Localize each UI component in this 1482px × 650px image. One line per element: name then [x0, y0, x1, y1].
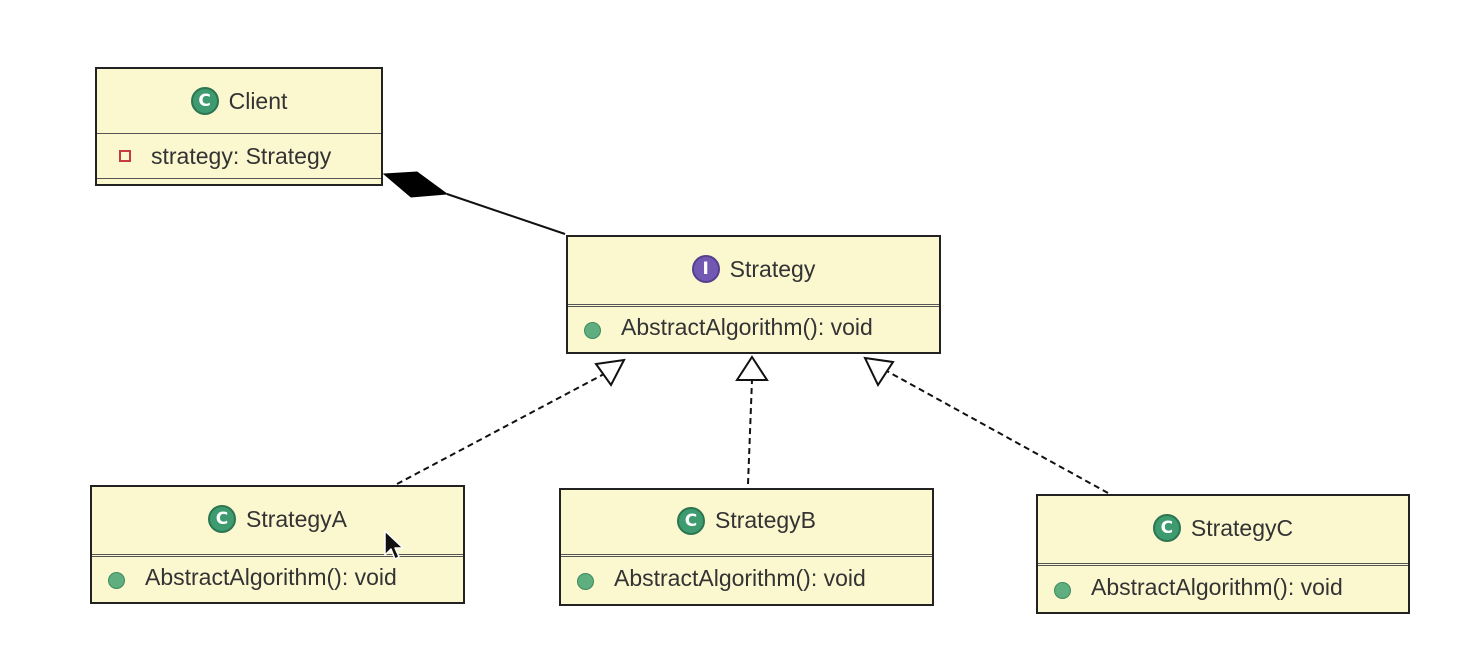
realization-line-c: [884, 369, 1109, 494]
strategy-b-method-text: AbstractAlgorithm(): void: [614, 564, 866, 591]
class-icon: C: [190, 87, 219, 115]
mouse-pointer-icon: [384, 530, 404, 560]
realization-strategy-c: [863, 356, 1109, 494]
strategy-b-class-header: C StrategyB: [561, 490, 932, 551]
strategy-interface-name: Strategy: [729, 255, 816, 282]
strategy-b-fields-compartment: [561, 551, 932, 557]
strategy-interface-header: I Strategy: [568, 237, 939, 301]
public-method-icon: [108, 571, 125, 589]
client-class-name: Client: [228, 87, 288, 114]
client-class-header: C Client: [97, 69, 381, 134]
composition-diamond: [382, 171, 449, 198]
strategy-c-method-row: AbstractAlgorithm(): void: [1038, 566, 1408, 608]
client-methods-compartment: [97, 178, 381, 183]
realization-arrowhead-c: [863, 356, 895, 388]
strategy-a-class-box[interactable]: C StrategyA AbstractAlgorithm(): void: [90, 485, 465, 604]
public-method-icon: [584, 321, 601, 339]
strategy-c-class-name: StrategyC: [1190, 514, 1294, 541]
composition-client-strategy: [382, 171, 566, 235]
interface-icon: I: [691, 255, 720, 283]
class-icon: C: [1152, 514, 1181, 542]
realization-line-b: [747, 379, 753, 485]
public-method-icon: [1054, 581, 1071, 599]
class-icon: C: [208, 505, 236, 533]
realization-arrowhead-b: [735, 355, 769, 381]
strategy-c-method-text: AbstractAlgorithm(): void: [1091, 573, 1343, 600]
strategy-method-text: AbstractAlgorithm(): void: [621, 313, 873, 340]
strategy-a-method-text: AbstractAlgorithm(): void: [145, 563, 397, 590]
client-field-text: strategy: Strategy: [151, 142, 332, 169]
client-class-box[interactable]: C Client strategy: Strategy: [95, 67, 383, 186]
client-field-row: strategy: Strategy: [97, 134, 381, 178]
composition-line: [446, 193, 566, 235]
strategy-b-class-name: StrategyB: [715, 507, 816, 533]
strategy-b-class-box[interactable]: C StrategyB AbstractAlgorithm(): void: [559, 488, 934, 606]
strategy-a-class-name: StrategyA: [246, 505, 347, 532]
private-field-icon: [119, 150, 131, 162]
realization-strategy-b: [735, 355, 769, 485]
strategy-c-fields-compartment: [1038, 560, 1408, 566]
strategy-method-row: AbstractAlgorithm(): void: [568, 307, 939, 347]
strategy-a-fields-compartment: [92, 551, 463, 557]
strategy-c-class-header: C StrategyC: [1038, 496, 1408, 560]
public-method-icon: [577, 572, 594, 590]
strategy-interface-box[interactable]: I Strategy AbstractAlgorithm(): void: [566, 235, 941, 354]
strategy-a-method-row: AbstractAlgorithm(): void: [92, 557, 463, 597]
strategy-fields-compartment: [568, 301, 939, 307]
realization-strategy-a: [396, 358, 626, 485]
class-icon: C: [677, 506, 705, 535]
strategy-a-class-header: C StrategyA: [92, 487, 463, 551]
strategy-c-class-box[interactable]: C StrategyC AbstractAlgorithm(): void: [1036, 494, 1410, 614]
strategy-b-method-row: AbstractAlgorithm(): void: [561, 557, 932, 599]
realization-line-a: [396, 373, 605, 485]
realization-arrowhead-a: [594, 358, 626, 387]
